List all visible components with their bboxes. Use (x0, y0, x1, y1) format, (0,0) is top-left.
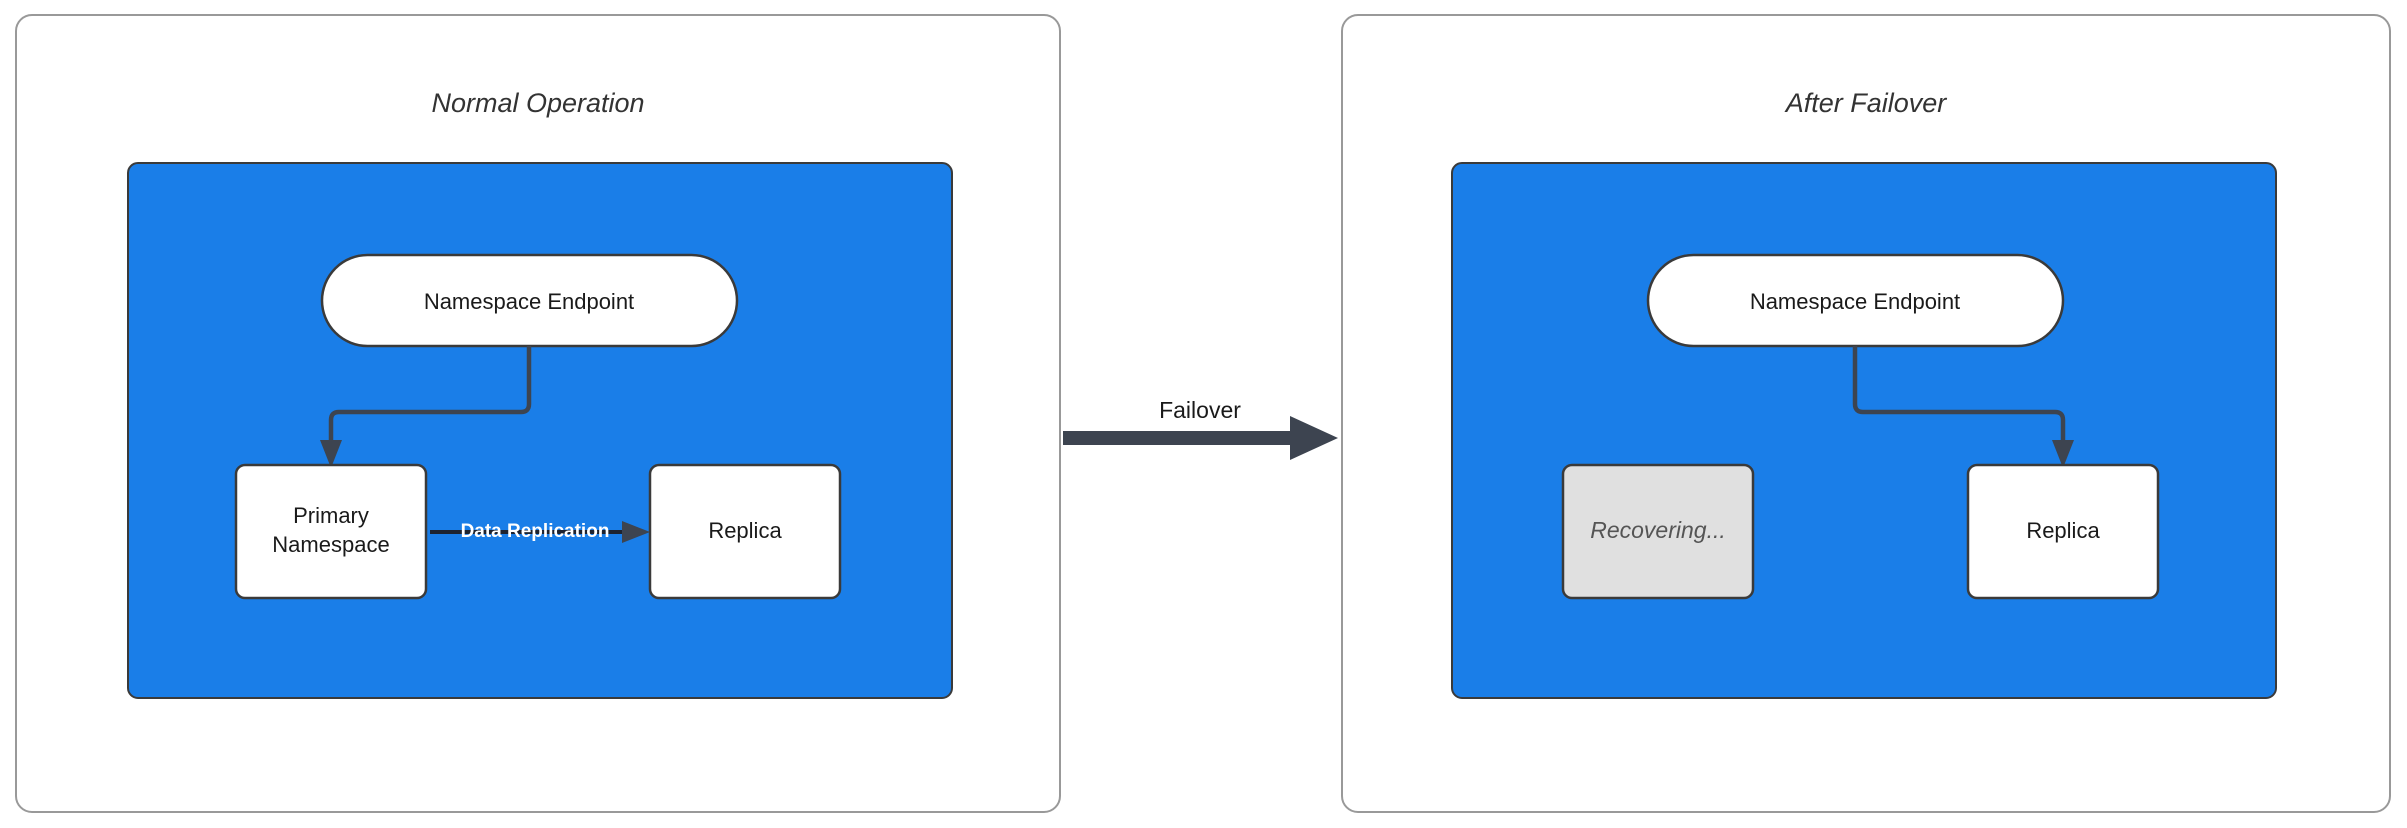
zone-primary-region (127, 162, 953, 699)
node-replica[interactable]: Replica (648, 463, 842, 600)
node-replica-shape (648, 463, 842, 600)
edge-data-replication-arrowhead (622, 521, 650, 543)
node-namespace-endpoint[interactable]: Namespace Endpoint (320, 253, 739, 348)
edge-endpoint-to-primary-arrowhead (320, 440, 342, 468)
edge-endpoint-to-primary (320, 346, 532, 468)
edge-endpoint-to-primary-path (328, 346, 532, 446)
node-recovering-label: Recovering... (1590, 517, 1726, 543)
panel-after-failover-title: After Failover (1784, 88, 1948, 118)
node-primary-namespace-label-line2: Namespace (272, 532, 389, 557)
node-replica-failover[interactable]: Replica (1966, 463, 2160, 600)
transition-failover-label: Failover (1159, 397, 1241, 423)
node-primary-namespace-label-line1: Primary (293, 503, 369, 528)
edge-endpoint-to-replica-arrowhead (2052, 440, 2074, 468)
edge-data-replication-label: Data Replication (461, 521, 610, 542)
zone-failover-region (1451, 162, 2277, 699)
panel-after-failover: After Failover Namespace Endpoint Recove… (1341, 14, 2391, 813)
node-replica-failover-label: Replica (2026, 518, 2100, 543)
node-recovering-shape (1561, 463, 1755, 600)
node-replica-failover-shape (1966, 463, 2160, 600)
node-namespace-endpoint-label: Namespace Endpoint (424, 289, 634, 314)
transition-failover: Failover (1063, 397, 1338, 460)
transition-failover-arrowhead (1290, 416, 1338, 460)
node-primary-namespace[interactable]: Primary Namespace (234, 463, 428, 600)
node-namespace-endpoint-failover-label: Namespace Endpoint (1750, 289, 1960, 314)
edge-endpoint-to-replica (1852, 346, 2074, 468)
edge-endpoint-to-replica-path (1852, 346, 2066, 446)
node-namespace-endpoint-failover[interactable]: Namespace Endpoint (1646, 253, 2065, 348)
node-recovering[interactable]: Recovering... (1561, 463, 1755, 600)
node-replica-label: Replica (708, 518, 782, 543)
transition-failover-shaft (1063, 431, 1297, 445)
panel-normal-operation: Normal Operation Namespace Endpoint Prim… (15, 14, 1061, 813)
edge-data-replication: Data Replication (430, 521, 650, 543)
panel-normal-operation-title: Normal Operation (431, 88, 644, 118)
node-primary-namespace-shape (234, 463, 428, 600)
